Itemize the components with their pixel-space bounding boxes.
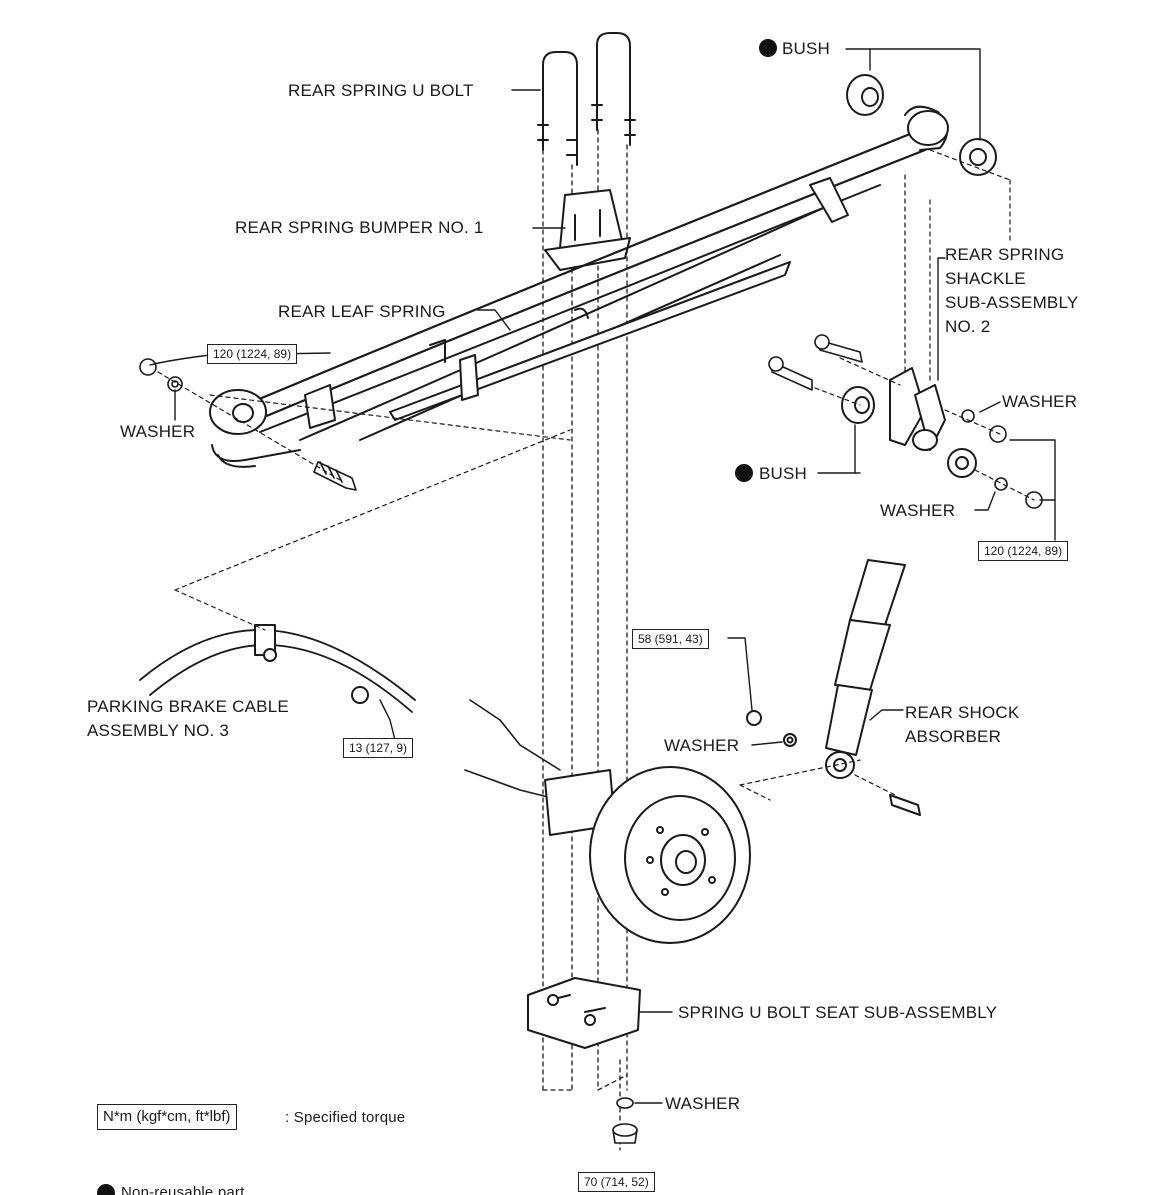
torque-shackle: 120 (1224, 89) xyxy=(978,541,1069,561)
spring-u-bolt-seat xyxy=(527,977,641,1049)
label-parking-brake-line-1: PARKING BRAKE CABLE xyxy=(87,697,289,716)
parking-brake-cable xyxy=(139,429,571,713)
torque-u-bolt-nut: 70 (714, 52) xyxy=(578,1172,655,1192)
label-bush-top: BUSH xyxy=(782,39,831,58)
legend-non-reusable-marker xyxy=(97,1184,115,1195)
rear-spring-shackle xyxy=(841,367,977,478)
axle-drum xyxy=(464,699,751,944)
label-spring-u-bolt-seat: SPRING U BOLT SEAT SUB-ASSEMBLY xyxy=(678,1003,998,1022)
non-reusable-marker-bush-top xyxy=(759,39,777,57)
leader-lines xyxy=(149,48,1056,1104)
rear-spring-bumper xyxy=(544,189,631,271)
rear-shock-absorber xyxy=(739,559,921,816)
label-washer-shock: WASHER xyxy=(664,736,740,755)
label-shackle-line-1: REAR SPRING xyxy=(945,245,1065,264)
legend-non-reusable-text: Non-reusable part xyxy=(121,1184,245,1195)
label-shock-line-2: ABSORBER xyxy=(905,727,1002,746)
rear-spring-u-bolt xyxy=(537,32,636,166)
label-rear-spring-u-bolt: REAR SPRING U BOLT xyxy=(288,81,474,100)
rear-leaf-spring xyxy=(209,105,949,468)
label-washer-right-top: WASHER xyxy=(1002,392,1078,411)
label-washer-right-mid: WASHER xyxy=(880,501,956,520)
legend-torque-description: : Specified torque xyxy=(285,1109,406,1126)
label-rear-leaf-spring: REAR LEAF SPRING xyxy=(278,302,446,321)
label-bush-mid: BUSH xyxy=(759,464,808,483)
bottom-washer-nut xyxy=(612,1097,638,1144)
label-parking-brake-line-2: ASSEMBLY NO. 3 xyxy=(87,721,230,740)
torque-shock: 58 (591, 43) xyxy=(632,629,709,649)
torque-leaf-front: 120 (1224, 89) xyxy=(207,344,298,364)
torque-cable: 13 (127, 9) xyxy=(343,738,414,758)
label-washer-left: WASHER xyxy=(120,422,196,441)
non-reusable-marker-bush-mid xyxy=(735,464,753,482)
label-shackle-line-2: SHACKLE xyxy=(945,269,1026,288)
front-bolt-washer-left xyxy=(139,358,571,491)
label-shock-line-1: REAR SHOCK xyxy=(905,703,1020,722)
shackle-guide-lines xyxy=(904,149,1011,391)
label-shackle-line-3: SUB-ASSEMBLY xyxy=(945,293,1079,312)
label-shackle-line-4: NO. 2 xyxy=(945,317,991,336)
shackle-bolts xyxy=(768,334,1043,509)
bush-top xyxy=(846,74,997,176)
legend-torque-unit: N*m (kgf*cm, ft*lbf) xyxy=(97,1104,237,1130)
label-rear-spring-bumper: REAR SPRING BUMPER NO. 1 xyxy=(235,218,484,237)
label-washer-bottom: WASHER xyxy=(665,1094,741,1113)
